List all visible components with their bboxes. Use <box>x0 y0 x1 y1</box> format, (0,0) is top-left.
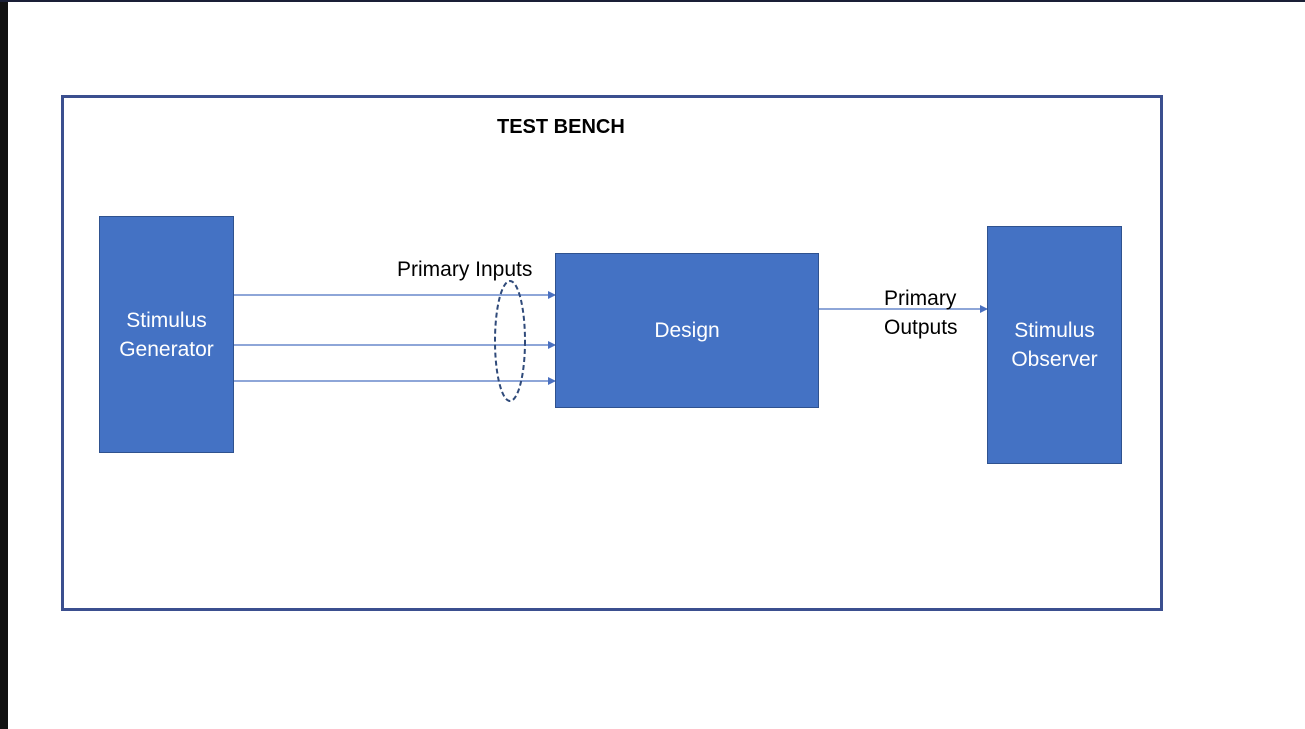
primary-outputs-label: Primary Outputs <box>884 284 958 342</box>
stimulus-observer-block[interactable]: Stimulus Observer <box>987 226 1122 464</box>
primary-outputs-label-line2: Outputs <box>884 316 958 339</box>
test-bench-title: TEST BENCH <box>497 116 625 138</box>
design-label: Design <box>654 319 720 342</box>
stimulus-generator-label-line2: Generator <box>119 337 214 361</box>
stimulus-generator-label-line1: Stimulus <box>126 308 207 332</box>
stimulus-observer-label-line1: Stimulus <box>1014 319 1095 342</box>
primary-outputs-label-line1: Primary <box>884 287 957 310</box>
design-block[interactable]: Design <box>555 253 819 408</box>
stimulus-observer-label-line2: Observer <box>1011 348 1098 371</box>
primary-inputs-label: Primary Inputs <box>397 258 533 281</box>
window-left-edge <box>0 0 8 729</box>
stimulus-generator-block[interactable]: Stimulus Generator <box>99 216 234 453</box>
window-top-edge <box>0 0 1305 2</box>
